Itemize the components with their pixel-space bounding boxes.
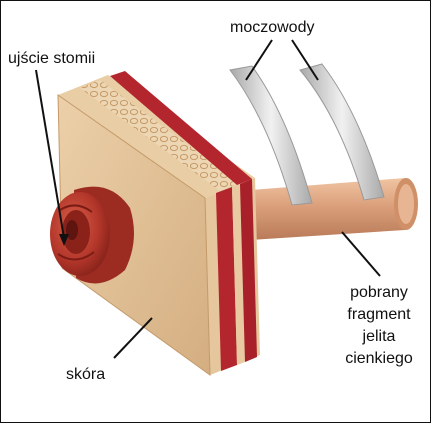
ureter-right: [300, 64, 384, 200]
label-ureters: moczowody: [230, 18, 314, 37]
skin-leader-line: [114, 318, 152, 358]
label-intestine-line4: cienkiego: [334, 349, 424, 368]
ureter-leader-left: [246, 40, 272, 80]
intestine-leader-line: [342, 232, 380, 276]
label-stoma-opening: ujście stomii: [8, 49, 95, 68]
skin-layers: [205, 178, 260, 375]
label-intestine-line2: fragment: [334, 305, 424, 324]
label-skin: skóra: [66, 365, 105, 384]
label-intestine-line1: pobrany: [334, 283, 424, 302]
intestine-segment: [250, 178, 418, 240]
label-intestine-line3: jelita: [334, 327, 424, 346]
